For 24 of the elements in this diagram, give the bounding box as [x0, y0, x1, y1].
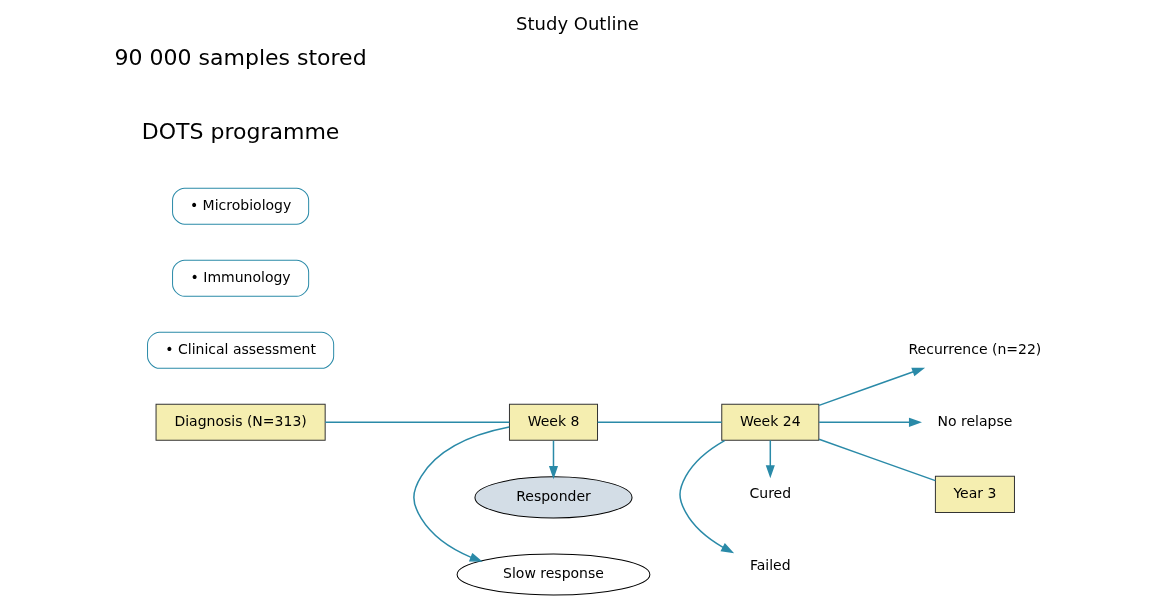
- node-text: Recurrence (n=22): [908, 340, 1041, 357]
- connector: [324, 421, 510, 424]
- node-box: • Microbiology: [171, 187, 309, 225]
- node-text: No relapse: [937, 413, 1012, 430]
- node-text: Cured: [748, 485, 791, 502]
- label: 90 000 samples stored: [114, 44, 367, 70]
- node-ellipse: Responder: [473, 476, 632, 519]
- arrow: [817, 417, 922, 427]
- diagram-title: Study Outline: [515, 13, 639, 35]
- arrow: [765, 439, 775, 479]
- node-box: Week 24: [720, 403, 819, 441]
- node-box: • Immunology: [171, 259, 309, 297]
- arrow: [817, 367, 925, 407]
- connector: [596, 421, 722, 424]
- node-box: Week 8: [508, 403, 598, 441]
- arrow: [412, 426, 510, 562]
- connector: [817, 438, 936, 482]
- arrow: [678, 439, 734, 554]
- node-box: Diagnosis (N=313): [155, 403, 326, 441]
- node-box: • Clinical assessment: [146, 331, 334, 369]
- label: DOTS programme: [141, 118, 339, 144]
- arrow: [548, 439, 558, 480]
- node-box: Year 3: [934, 475, 1015, 513]
- node-text: Failed: [749, 557, 791, 574]
